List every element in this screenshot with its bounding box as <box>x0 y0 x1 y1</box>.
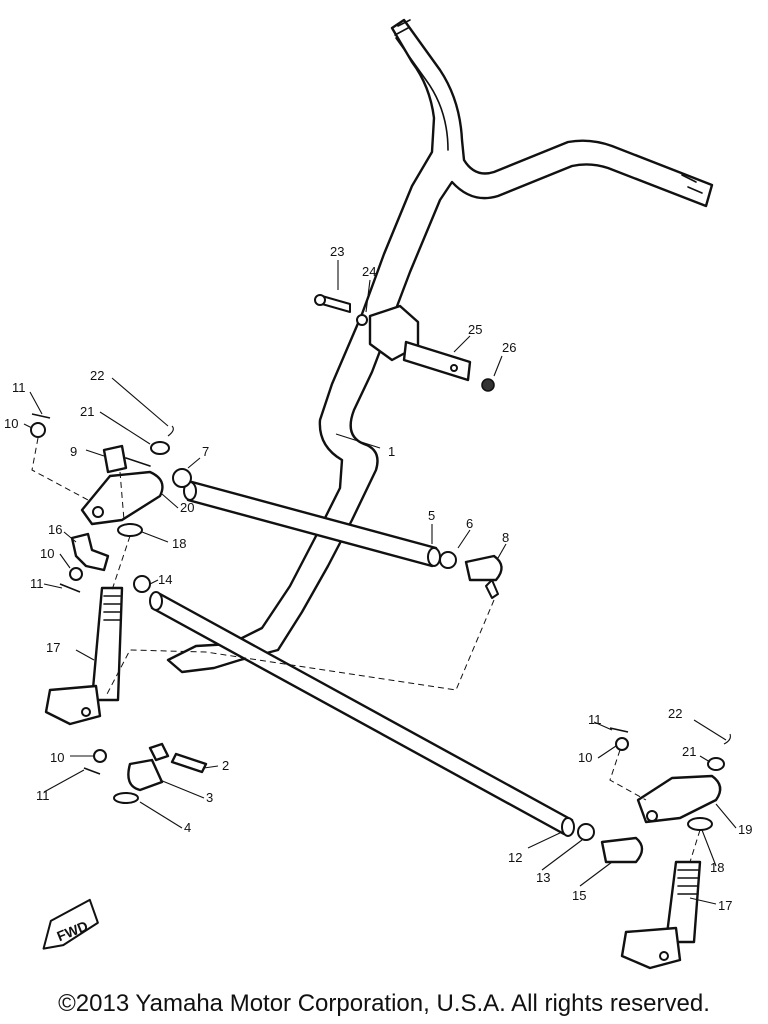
tie-rod-end-15 <box>600 836 644 864</box>
tie-rod-end-16 <box>70 532 110 572</box>
callout-12: 12 <box>508 850 522 865</box>
callout-14: 14 <box>158 572 172 587</box>
callout-17-b: 17 <box>718 898 732 913</box>
callout-21-a: 21 <box>80 404 94 419</box>
clamp-bracket-assembly <box>314 294 495 392</box>
nut-10b <box>69 567 83 581</box>
spindle-17a <box>90 586 124 702</box>
nut-13 <box>577 823 595 841</box>
nut-7 <box>172 468 192 488</box>
callout-23: 23 <box>330 244 344 259</box>
steering-arm-19 <box>636 774 722 824</box>
callout-19: 19 <box>738 822 752 837</box>
callout-3: 3 <box>206 790 213 805</box>
callout-22-a: 22 <box>90 368 104 383</box>
washer-24 <box>356 314 368 326</box>
callout-leaders <box>23 260 737 905</box>
assembly-dash-lines <box>31 437 701 863</box>
callout-11-c: 11 <box>36 788 50 803</box>
nut-6 <box>439 551 457 569</box>
callout-11-b: 11 <box>30 576 44 591</box>
callout-18-a: 18 <box>172 536 186 551</box>
callout-7: 7 <box>202 444 209 459</box>
bolt-9 <box>102 444 128 474</box>
washer-4 <box>113 792 139 804</box>
right-steering-assembly <box>609 727 731 970</box>
bolt-2 <box>170 752 208 774</box>
bushing-end <box>148 742 170 762</box>
callout-4: 4 <box>184 820 191 835</box>
exploded-view-drawing: FWD <box>4 18 752 970</box>
washer-21b <box>707 757 725 771</box>
callout-20: 20 <box>180 500 194 515</box>
tie-rod-end-8 <box>464 554 503 582</box>
callout-6: 6 <box>466 516 473 531</box>
collar-3 <box>127 758 164 792</box>
nut-10d <box>615 737 629 751</box>
callout-13: 13 <box>536 870 550 885</box>
bolt-23 <box>321 295 351 313</box>
nut-26 <box>481 378 495 392</box>
callout-15: 15 <box>572 888 586 903</box>
callout-11-a: 11 <box>12 380 26 395</box>
callout-24: 24 <box>362 264 376 279</box>
handlebar-frame <box>166 18 714 674</box>
nut-10a <box>30 422 46 438</box>
nut-14 <box>133 575 151 593</box>
callout-10-b: 10 <box>40 546 54 561</box>
callout-11-d: 11 <box>588 712 602 727</box>
nut-10c <box>93 749 107 763</box>
spindle-17b <box>664 860 702 944</box>
upper-tie-rod <box>172 468 503 599</box>
callout-18-b: 18 <box>710 860 724 875</box>
pin-11c <box>83 767 101 775</box>
callout-17-a: 17 <box>46 640 60 655</box>
callout-21-b: 21 <box>682 744 696 759</box>
copyright-notice: ©2013 Yamaha Motor Corporation, U.S.A. A… <box>58 990 710 1017</box>
callout-26: 26 <box>502 340 516 355</box>
callout-5: 5 <box>428 508 435 523</box>
washer-18b <box>687 817 713 831</box>
bracket-25 <box>402 340 472 382</box>
fwd-arrow: FWD <box>42 898 99 950</box>
washer-18a <box>117 523 143 537</box>
callout-labels: 1 2 3 4 5 6 7 8 9 10 10 10 10 11 11 11 1… <box>4 244 752 913</box>
lower-tie-rod <box>133 575 644 864</box>
callout-9: 9 <box>70 444 77 459</box>
callout-8: 8 <box>502 530 509 545</box>
callout-1: 1 <box>388 444 395 459</box>
callout-10-c: 10 <box>50 750 64 765</box>
callout-2: 2 <box>222 758 229 773</box>
pin-11a <box>31 413 51 419</box>
callout-10-a: 10 <box>4 416 18 431</box>
callout-16: 16 <box>48 522 62 537</box>
callout-22-b: 22 <box>668 706 682 721</box>
washer-21 <box>150 441 170 455</box>
callout-10-d: 10 <box>578 750 592 765</box>
left-steering-assembly <box>30 413 174 726</box>
bushing-assembly <box>83 742 208 804</box>
pin-11b <box>59 583 81 593</box>
callout-25: 25 <box>468 322 482 337</box>
pin-11d <box>609 727 629 733</box>
